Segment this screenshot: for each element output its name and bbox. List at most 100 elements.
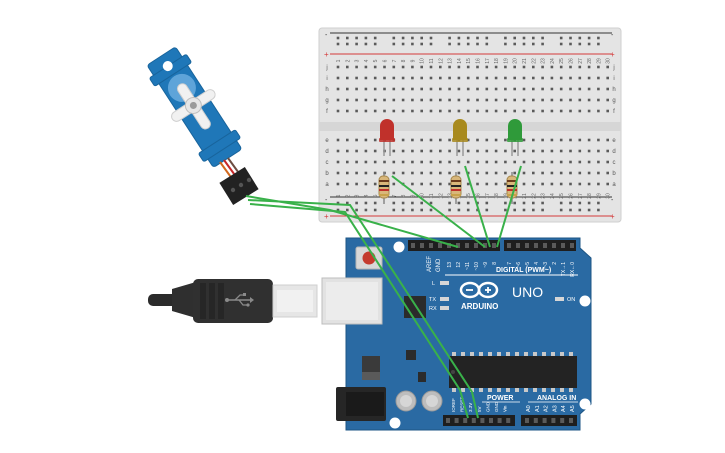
breadboard-hole[interactable] bbox=[513, 109, 516, 113]
rail-hole[interactable] bbox=[578, 36, 582, 40]
rail-hole[interactable] bbox=[466, 208, 470, 212]
breadboard-hole[interactable] bbox=[439, 138, 442, 142]
breadboard-hole[interactable] bbox=[457, 65, 461, 69]
breadboard-hole[interactable] bbox=[559, 76, 563, 80]
wire-red-led[interactable] bbox=[391, 175, 486, 248]
breadboard-hole[interactable] bbox=[494, 149, 498, 153]
rail-hole[interactable] bbox=[401, 36, 405, 40]
breadboard-hole[interactable] bbox=[587, 98, 591, 102]
breadboard-hole[interactable] bbox=[383, 160, 386, 164]
breadboard-hole[interactable] bbox=[578, 109, 582, 113]
breadboard-hole[interactable] bbox=[597, 87, 600, 91]
breadboard-hole[interactable] bbox=[522, 76, 526, 80]
rail-hole[interactable] bbox=[373, 36, 377, 40]
breadboard-hole[interactable] bbox=[532, 76, 535, 80]
breadboard-hole[interactable] bbox=[494, 160, 498, 164]
rail-hole[interactable] bbox=[448, 201, 451, 205]
breadboard-hole[interactable] bbox=[559, 87, 563, 91]
breadboard-hole[interactable] bbox=[429, 182, 433, 186]
rail-hole[interactable] bbox=[420, 42, 423, 46]
breadboard-hole[interactable] bbox=[346, 109, 349, 113]
rail-hole[interactable] bbox=[392, 42, 396, 46]
breadboard-hole[interactable] bbox=[522, 160, 526, 164]
rail-hole[interactable] bbox=[569, 201, 572, 205]
breadboard-hole[interactable] bbox=[532, 182, 535, 186]
breadboard-hole[interactable] bbox=[429, 160, 433, 164]
rail-hole[interactable] bbox=[346, 208, 349, 212]
rail-hole[interactable] bbox=[587, 42, 591, 46]
breadboard-hole[interactable] bbox=[401, 109, 405, 113]
breadboard-hole[interactable] bbox=[346, 138, 349, 142]
rail-hole[interactable] bbox=[541, 42, 544, 46]
breadboard-hole[interactable] bbox=[355, 98, 358, 102]
resistor-red[interactable] bbox=[378, 172, 390, 204]
breadboard-hole[interactable] bbox=[373, 87, 377, 91]
rail-hole[interactable] bbox=[513, 42, 516, 46]
breadboard-hole[interactable] bbox=[494, 109, 498, 113]
breadboard-hole[interactable] bbox=[569, 160, 572, 164]
breadboard-hole[interactable] bbox=[550, 160, 554, 164]
breadboard-hole[interactable] bbox=[346, 160, 349, 164]
breadboard-hole[interactable] bbox=[466, 109, 470, 113]
breadboard-hole[interactable] bbox=[466, 98, 470, 102]
breadboard-hole[interactable] bbox=[420, 160, 423, 164]
rail-hole[interactable] bbox=[401, 208, 405, 212]
breadboard-hole[interactable] bbox=[587, 149, 591, 153]
breadboard-hole[interactable] bbox=[569, 87, 572, 91]
breadboard-hole[interactable] bbox=[494, 87, 498, 91]
rail-hole[interactable] bbox=[429, 36, 433, 40]
breadboard-hole[interactable] bbox=[373, 65, 377, 69]
rail-hole[interactable] bbox=[457, 36, 461, 40]
rail-hole[interactable] bbox=[364, 42, 368, 46]
breadboard-hole[interactable] bbox=[355, 138, 358, 142]
breadboard-hole[interactable] bbox=[569, 76, 572, 80]
breadboard-hole[interactable] bbox=[541, 138, 544, 142]
breadboard-hole[interactable] bbox=[504, 160, 507, 164]
header-pin-hole[interactable] bbox=[525, 418, 529, 423]
breadboard-hole[interactable] bbox=[448, 76, 451, 80]
rail-hole[interactable] bbox=[373, 42, 377, 46]
rail-hole[interactable] bbox=[476, 42, 479, 46]
breadboard-hole[interactable] bbox=[346, 149, 349, 153]
wire-yellow-led[interactable] bbox=[464, 165, 491, 248]
header-pin-hole[interactable] bbox=[525, 243, 529, 248]
breadboard-hole[interactable] bbox=[411, 171, 414, 175]
digital-header-right[interactable] bbox=[504, 240, 576, 251]
rail-hole[interactable] bbox=[532, 36, 535, 40]
rail-hole[interactable] bbox=[429, 208, 433, 212]
power-pin-holes[interactable] bbox=[446, 418, 511, 423]
breadboard-hole[interactable] bbox=[569, 182, 572, 186]
breadboard-hole[interactable] bbox=[550, 65, 554, 69]
breadboard-hole[interactable] bbox=[457, 87, 461, 91]
breadboard-hole[interactable] bbox=[392, 65, 396, 69]
breadboard-hole[interactable] bbox=[466, 182, 470, 186]
breadboard-hole[interactable] bbox=[513, 87, 516, 91]
rail-hole[interactable] bbox=[485, 208, 489, 212]
breadboard-hole[interactable] bbox=[336, 109, 340, 113]
header-pin-hole[interactable] bbox=[551, 418, 556, 423]
breadboard-hole[interactable] bbox=[485, 171, 489, 175]
rail-hole[interactable] bbox=[346, 42, 349, 46]
breadboard-hole[interactable] bbox=[401, 160, 405, 164]
breadboard-hole[interactable] bbox=[411, 76, 414, 80]
header-pin-hole[interactable] bbox=[560, 418, 565, 423]
breadboard-hole[interactable] bbox=[420, 109, 423, 113]
breadboard-hole[interactable] bbox=[346, 182, 349, 186]
breadboard-hole[interactable] bbox=[448, 87, 451, 91]
header-pin-hole[interactable] bbox=[454, 418, 459, 423]
rail-hole[interactable] bbox=[448, 208, 451, 212]
breadboard-hole[interactable] bbox=[457, 109, 461, 113]
rail-hole[interactable] bbox=[504, 201, 507, 205]
breadboard-hole[interactable] bbox=[541, 109, 544, 113]
breadboard-hole[interactable] bbox=[476, 149, 479, 153]
breadboard-hole[interactable] bbox=[522, 138, 526, 142]
rail-hole[interactable] bbox=[392, 201, 396, 205]
breadboard-hole[interactable] bbox=[532, 65, 535, 69]
digital-pin-holes[interactable] bbox=[411, 243, 574, 248]
breadboard-hole[interactable] bbox=[578, 65, 582, 69]
breadboard-hole[interactable] bbox=[429, 76, 433, 80]
breadboard-hole[interactable] bbox=[364, 65, 368, 69]
breadboard-hole[interactable] bbox=[383, 98, 386, 102]
breadboard-hole[interactable] bbox=[411, 109, 414, 113]
rail-hole[interactable] bbox=[355, 208, 358, 212]
